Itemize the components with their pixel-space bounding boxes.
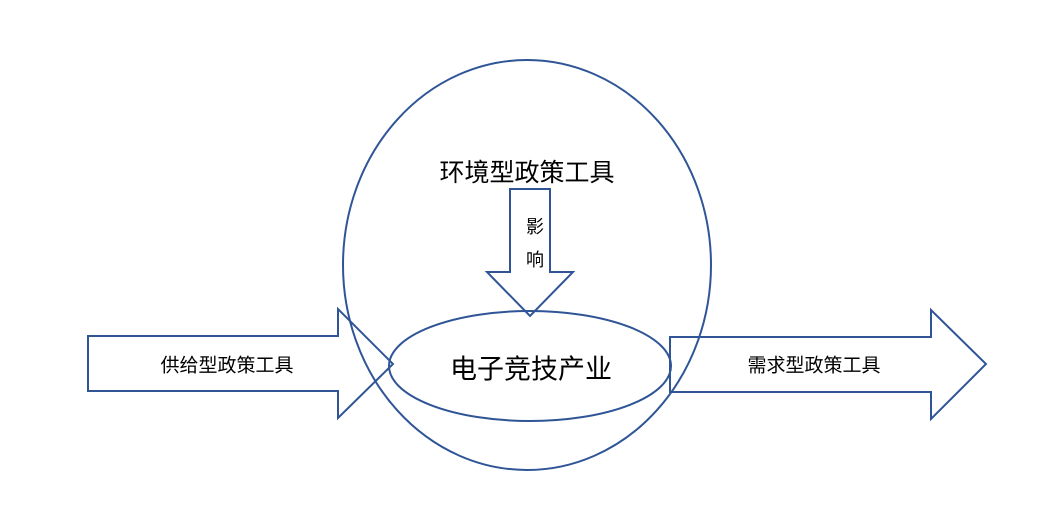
influence-label-2: 响: [526, 250, 544, 271]
supply-arrow: [87, 306, 395, 421]
environment-circle: [342, 59, 712, 471]
demand-arrow: [669, 307, 988, 422]
industry-label: 电子竞技产业: [450, 354, 612, 386]
environment-tool-label: 环境型政策工具: [439, 158, 615, 187]
industry-ellipse: [388, 310, 672, 422]
influence-down-arrow: [484, 188, 576, 318]
demand-tool-label: 需求型政策工具: [747, 354, 881, 377]
supply-tool-label: 供给型政策工具: [160, 354, 294, 377]
influence-label-1: 影: [526, 217, 544, 238]
